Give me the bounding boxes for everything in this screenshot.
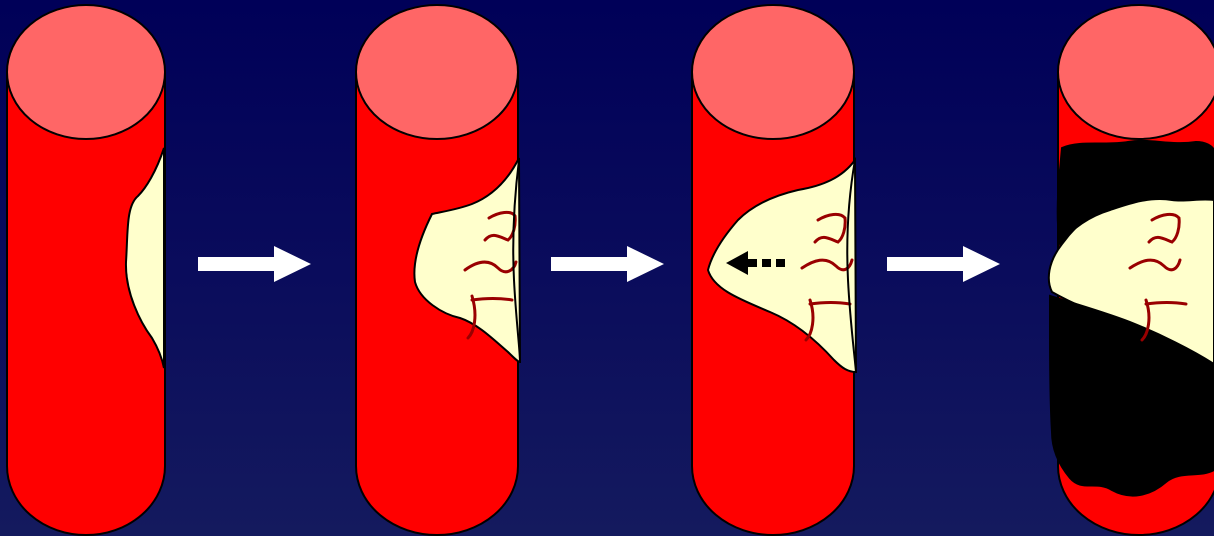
vessel-lumen-top: [356, 5, 518, 139]
vessel-stage-1: [7, 5, 165, 535]
vessel-lumen-top: [1058, 5, 1214, 139]
vessel-lumen-top: [7, 5, 165, 139]
vessel-stage-3: [692, 5, 856, 535]
transition-arrow-1: [198, 246, 311, 282]
transition-arrow-2: [551, 246, 664, 282]
vessel-stage-2: [356, 5, 520, 535]
vessel-stage-4: [1049, 5, 1214, 535]
vessel-lumen-top: [692, 5, 854, 139]
transition-arrow-3: [887, 246, 1000, 282]
